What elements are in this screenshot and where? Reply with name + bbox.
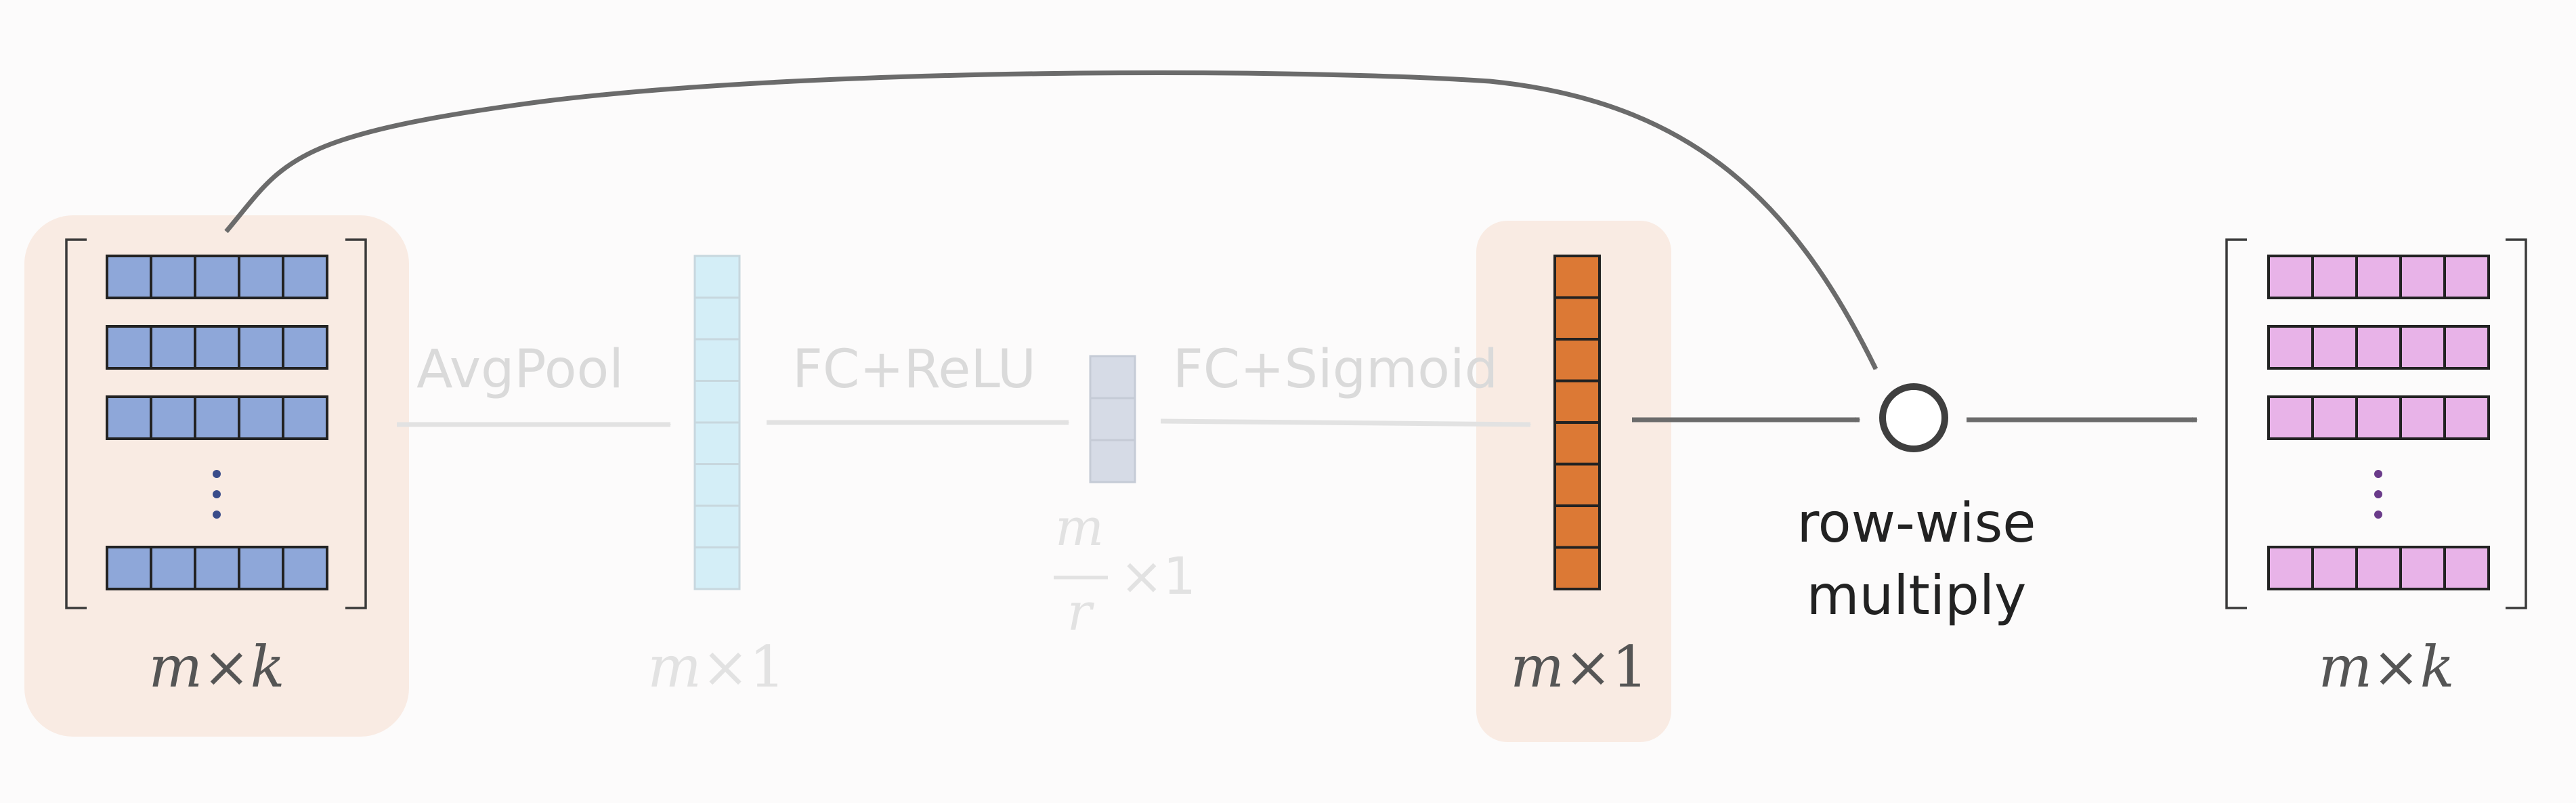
output-matrix bbox=[2225, 238, 2527, 609]
relu-vector bbox=[1089, 355, 1136, 483]
input-matrix-cell bbox=[106, 255, 152, 299]
input-dimension-label: m×k bbox=[149, 634, 285, 700]
multiply-label-line2: multiply bbox=[1807, 564, 2027, 627]
skip-connection-arrow bbox=[224, 70, 1879, 370]
input-matrix-cell bbox=[238, 395, 284, 440]
input-matrix-cell bbox=[150, 395, 196, 440]
avgpool-dimension-label: m×1 bbox=[647, 634, 785, 700]
output-dimension-label: m×k bbox=[2319, 634, 2455, 700]
output-matrix-cell bbox=[2311, 325, 2358, 370]
fc-relu-dimension-numerator: m bbox=[1055, 497, 1104, 557]
fc-relu-dimension-suffix: ×1 bbox=[1120, 546, 1196, 606]
input-matrix-cell bbox=[282, 395, 328, 440]
output-matrix-cell bbox=[2267, 395, 2314, 440]
fc-relu-dimension-denominator: r bbox=[1067, 582, 1095, 642]
sigmoid-vector-cell bbox=[1553, 421, 1601, 466]
output-ellipsis-dot bbox=[2374, 470, 2382, 478]
output-matrix-cell bbox=[2399, 546, 2446, 590]
output-ellipsis-dot bbox=[2374, 511, 2382, 519]
input-matrix-cell bbox=[194, 255, 240, 299]
avgpool-vector bbox=[693, 255, 741, 590]
input-matrix-cell bbox=[194, 395, 240, 440]
output-matrix-cell bbox=[2355, 395, 2402, 440]
relu-vector-cell bbox=[1089, 355, 1136, 399]
fc-sigmoid-op-label: FC+Sigmoid bbox=[1173, 339, 1498, 400]
output-matrix-cell bbox=[2443, 395, 2490, 440]
input-matrix-cell bbox=[282, 255, 328, 299]
avgpool-vector-cell bbox=[693, 255, 741, 299]
input-ellipsis-dot bbox=[213, 470, 221, 478]
avgpool-vector-cell bbox=[693, 546, 741, 590]
input-matrix-cell bbox=[150, 546, 196, 590]
input-matrix-cell bbox=[238, 255, 284, 299]
sigmoid-vector-cell bbox=[1553, 338, 1601, 383]
row-wise-multiply-node bbox=[1879, 383, 1948, 452]
sigmoid-vector bbox=[1553, 255, 1601, 590]
relu-vector-cell bbox=[1089, 397, 1136, 441]
input-left-bracket bbox=[65, 238, 87, 609]
sigmoid-vector-cell bbox=[1553, 379, 1601, 424]
output-right-bracket bbox=[2506, 238, 2527, 609]
input-matrix-cell bbox=[106, 546, 152, 590]
sigmoid-vector-cell bbox=[1553, 462, 1601, 507]
sigmoid-vector-cell bbox=[1553, 255, 1601, 299]
avgpool-vector-cell bbox=[693, 463, 741, 507]
output-matrix-cell bbox=[2267, 255, 2314, 299]
output-matrix-cell bbox=[2311, 255, 2358, 299]
input-right-bracket bbox=[345, 238, 367, 609]
output-matrix-cell bbox=[2443, 255, 2490, 299]
avgpool-vector-cell bbox=[693, 380, 741, 424]
avgpool-vector-cell bbox=[693, 504, 741, 548]
input-matrix-cell bbox=[194, 325, 240, 370]
output-matrix-cell bbox=[2311, 546, 2358, 590]
output-matrix-cell bbox=[2399, 325, 2446, 370]
avgpool-vector-cell bbox=[693, 297, 741, 341]
input-matrix-cell bbox=[106, 325, 152, 370]
input-matrix-cell bbox=[282, 325, 328, 370]
input-ellipsis-dot bbox=[213, 490, 221, 498]
input-matrix-cell bbox=[106, 395, 152, 440]
fc-sigmoid-dimension-label: m×1 bbox=[1510, 634, 1648, 700]
output-matrix-cell bbox=[2267, 325, 2314, 370]
input-matrix-cell bbox=[238, 546, 284, 590]
output-rows bbox=[2267, 255, 2490, 590]
output-matrix-cell bbox=[2311, 395, 2358, 440]
output-matrix-cell bbox=[2267, 546, 2314, 590]
output-left-bracket bbox=[2225, 238, 2247, 609]
sigmoid-vector-cell bbox=[1553, 546, 1601, 590]
output-matrix-cell bbox=[2355, 546, 2402, 590]
sigmoid-vector-cell bbox=[1553, 504, 1601, 549]
avgpool-op-label: AvgPool bbox=[416, 339, 624, 400]
input-rows bbox=[106, 255, 328, 590]
output-matrix-cell bbox=[2443, 546, 2490, 590]
fc-sigmoid-arrow bbox=[1160, 418, 1532, 427]
output-matrix-cell bbox=[2399, 395, 2446, 440]
input-matrix-cell bbox=[238, 325, 284, 370]
multiply-label-line1: row-wise bbox=[1797, 492, 2036, 555]
output-matrix-cell bbox=[2355, 325, 2402, 370]
output-matrix-cell bbox=[2399, 255, 2446, 299]
input-matrix-cell bbox=[282, 546, 328, 590]
output-ellipsis-dot bbox=[2374, 490, 2382, 498]
input-ellipsis-dot bbox=[213, 511, 221, 519]
output-matrix-cell bbox=[2355, 255, 2402, 299]
input-matrix-cell bbox=[150, 325, 196, 370]
output-matrix-cell bbox=[2443, 325, 2490, 370]
sigmoid-vector-cell bbox=[1553, 296, 1601, 341]
relu-vector-cell bbox=[1089, 439, 1136, 483]
input-matrix bbox=[65, 238, 367, 609]
fc-relu-op-label: FC+ReLU bbox=[792, 339, 1036, 400]
input-matrix-cell bbox=[194, 546, 240, 590]
input-matrix-cell bbox=[150, 255, 196, 299]
avgpool-vector-cell bbox=[693, 338, 741, 382]
avgpool-vector-cell bbox=[693, 421, 741, 465]
